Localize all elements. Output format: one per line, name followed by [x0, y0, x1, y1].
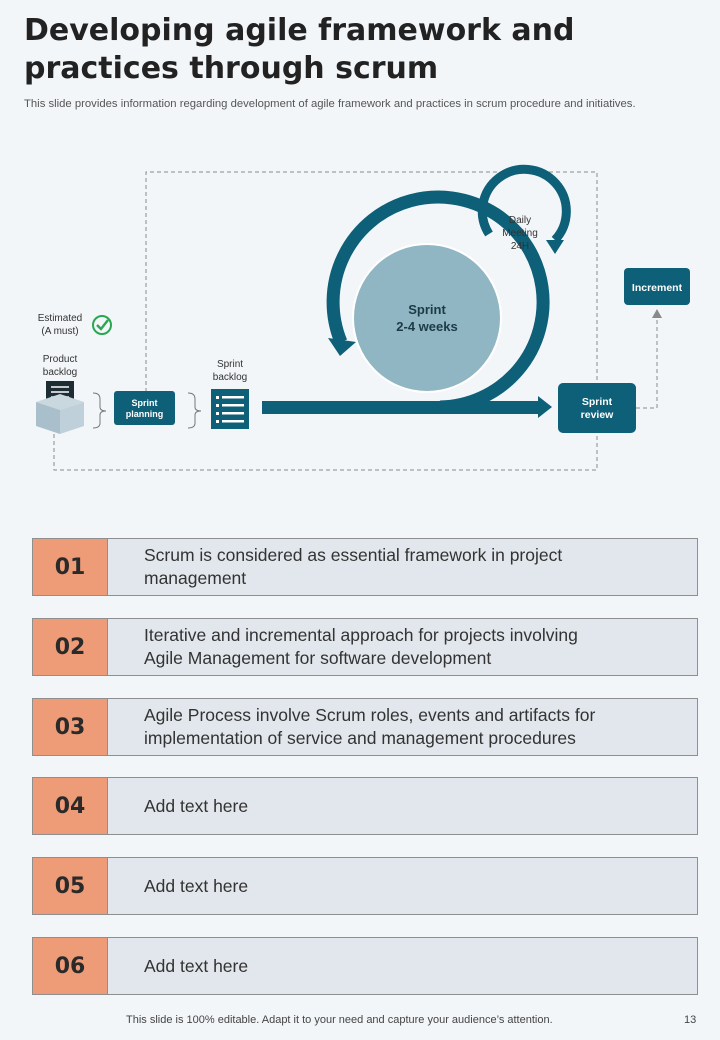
- daily-meeting-arc: [477, 164, 571, 244]
- list-item: 01 Scrum is considered as essential fram…: [32, 538, 698, 596]
- sprint-backlog-label: Sprint: [217, 359, 243, 370]
- title-line-1: Developing agile framework and: [24, 13, 575, 48]
- daily-meeting-label-2: Meeting: [502, 228, 538, 239]
- title-line-2: practices through scrum: [24, 51, 439, 86]
- bracket-right: [187, 392, 202, 429]
- item-number: 02: [33, 619, 108, 675]
- check-circle-icon: [92, 315, 112, 335]
- product-backlog-label-2: backlog: [43, 367, 77, 378]
- item-text: Iterative and incremental approach for p…: [144, 625, 578, 668]
- daily-meeting-arrowhead: [546, 240, 564, 254]
- product-backlog-box-icon: [36, 381, 84, 434]
- list-item: 06 Add text here: [32, 937, 698, 995]
- sprint-planning-label: Sprint: [132, 398, 158, 408]
- sprint-cycle-arrow: [326, 190, 550, 414]
- item-text: Agile Process involve Scrum roles, event…: [144, 705, 596, 748]
- list-item: 03 Agile Process involve Scrum roles, ev…: [32, 698, 698, 756]
- estimated-label-2: (A must): [41, 326, 78, 337]
- list-icon: [211, 389, 249, 429]
- connector-arrowhead: [652, 309, 662, 318]
- sprint-review-label: Sprint: [582, 396, 613, 408]
- item-number: 06: [33, 938, 108, 994]
- sprint-review-box: [558, 383, 636, 433]
- sprint-circle: [352, 243, 502, 393]
- dashed-loop-bottom: [53, 420, 598, 471]
- page-number: 13: [684, 1014, 697, 1026]
- item-number: 05: [33, 858, 108, 914]
- sprint-label: Sprint: [408, 302, 446, 317]
- sprint-planning-label-2: planning: [126, 409, 164, 419]
- daily-meeting-label: Daily: [509, 215, 531, 226]
- bracket-left: [92, 392, 107, 429]
- item-number: 01: [33, 539, 108, 595]
- main-flow-bar: [262, 401, 442, 414]
- item-number: 03: [33, 699, 108, 755]
- item-number: 04: [33, 778, 108, 834]
- list-item: 02 Iterative and incremental approach fo…: [32, 618, 698, 676]
- sprint-review-label-2: review: [581, 409, 615, 421]
- estimated-label: Estimated: [38, 313, 82, 324]
- sprint-duration-label: 2-4 weeks: [396, 319, 457, 334]
- item-text: Add text here: [144, 955, 249, 976]
- increment-box: [624, 268, 690, 305]
- scrum-diagram: Sprint 2-4 weeks Daily Meeting 24H Incre…: [36, 164, 690, 471]
- item-text: Add text here: [144, 795, 249, 816]
- list-item: 04 Add text here: [32, 777, 698, 835]
- footer-note: This slide is 100% editable. Adapt it to…: [126, 1014, 553, 1026]
- main-flow-arrow: [440, 396, 552, 418]
- page-title: Developing agile framework and practices…: [24, 12, 684, 88]
- product-backlog-label: Product: [43, 354, 78, 365]
- sprint-planning-box: [114, 391, 175, 425]
- sprint-backlog-label-2: backlog: [213, 372, 247, 383]
- increment-label: Increment: [632, 282, 683, 294]
- sprint-cycle-arrowhead: [328, 338, 356, 356]
- item-text: Add text here: [144, 875, 249, 896]
- list-item: 05 Add text here: [32, 857, 698, 915]
- dashed-connector-increment: [636, 316, 658, 409]
- item-text: Scrum is considered as essential framewo…: [144, 545, 563, 588]
- page-subtitle: This slide provides information regardin…: [24, 98, 636, 110]
- daily-meeting-label-3: 24H: [511, 241, 529, 252]
